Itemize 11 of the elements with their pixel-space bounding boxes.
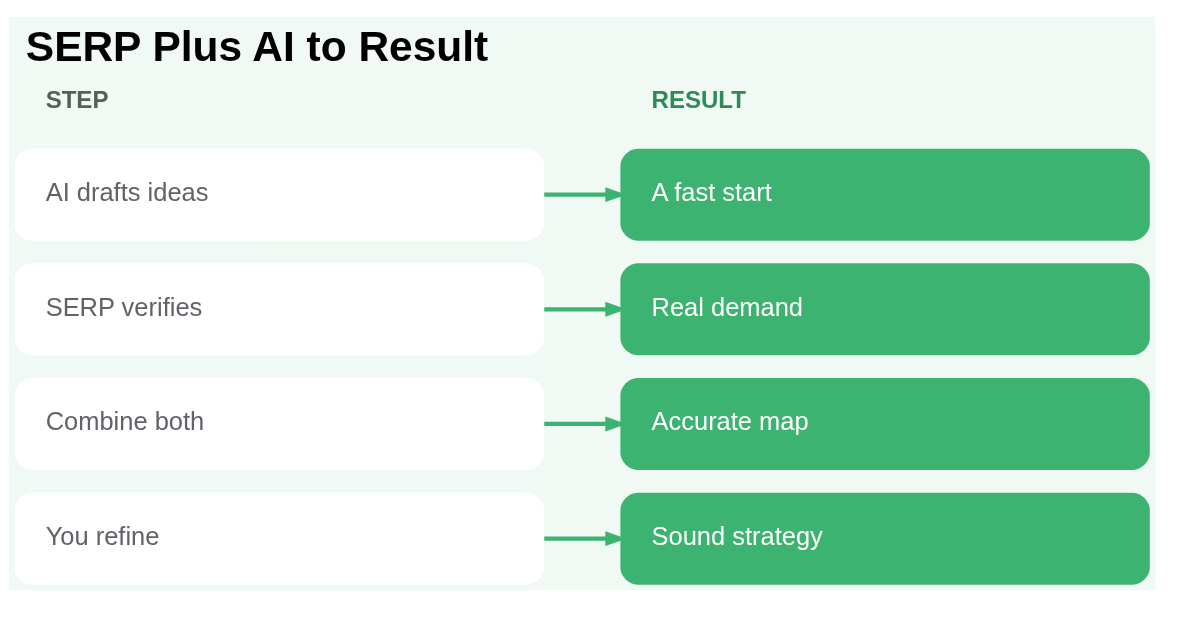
label: STEP	[45, 85, 109, 113]
node-box: AI drafts ideas	[14, 148, 544, 241]
label: RESULT	[651, 85, 746, 113]
node-box: Sound strategy	[620, 492, 1150, 585]
node-box: SERP verifies	[14, 262, 544, 355]
node-box: Combine both	[14, 377, 544, 470]
node-box: Accurate map	[620, 377, 1150, 470]
node-box: Real demand	[620, 262, 1150, 355]
node-box: You refine	[14, 492, 544, 585]
node-box: A fast start	[620, 148, 1150, 241]
diagram-title: SERP Plus AI to Result	[25, 22, 489, 70]
